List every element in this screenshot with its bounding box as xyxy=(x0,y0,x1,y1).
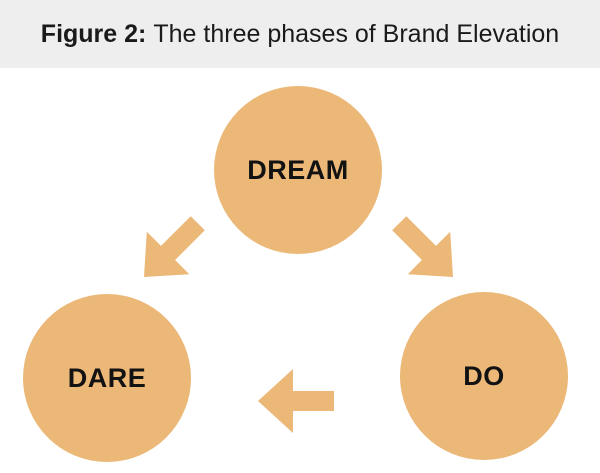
node-dream: DREAM xyxy=(214,86,382,254)
node-dream-label: DREAM xyxy=(247,154,349,185)
figure-caption: Figure 2: The three phases of Brand Elev… xyxy=(0,0,600,68)
arrow-down-right-icon xyxy=(392,216,453,277)
arrow-down-left-icon xyxy=(144,216,205,277)
node-do-label: DO xyxy=(463,360,505,391)
node-do: DO xyxy=(400,292,568,460)
node-dare: DARE xyxy=(23,294,191,462)
arrow-left-icon xyxy=(258,369,334,433)
node-dare-label: DARE xyxy=(67,362,147,393)
figure-label: Figure 2: xyxy=(40,19,147,48)
figure-title: The three phases of Brand Elevation xyxy=(153,19,560,48)
